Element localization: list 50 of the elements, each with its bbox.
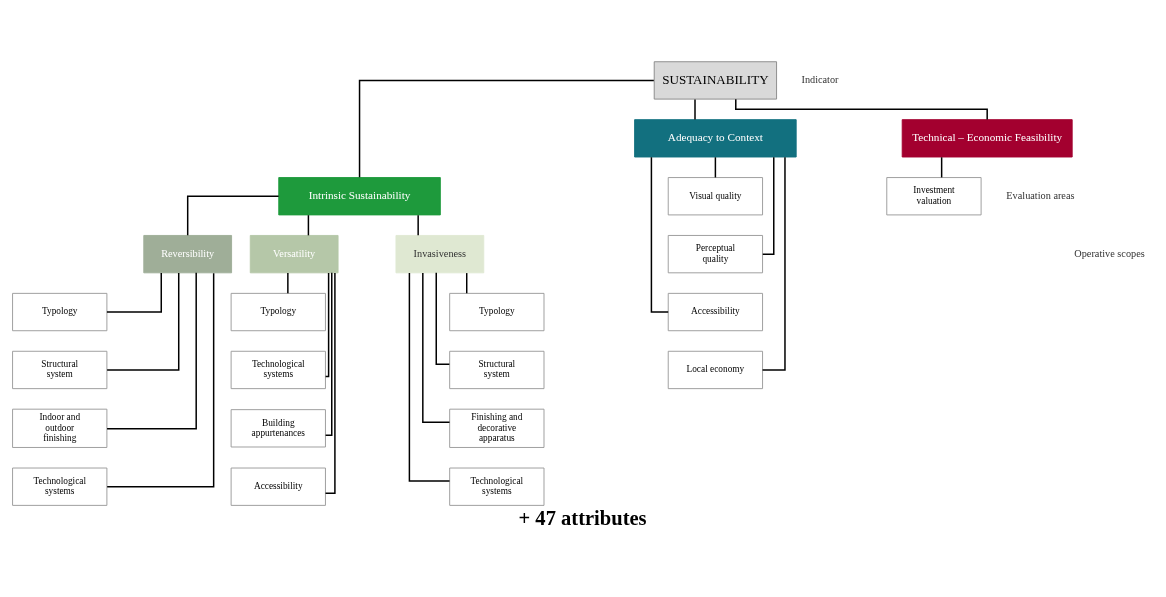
node-box: Typology [12,292,108,332]
node-box: Investment valuation [886,177,982,216]
connector [762,156,775,255]
connector [106,272,197,430]
node-box: Accessibility [667,292,764,332]
node-box: Typology [230,292,326,332]
connector [186,195,280,236]
label: Indicator [801,74,839,86]
node-box: Technical – Economic Feasibility [901,119,1073,158]
node-box: Reversibility [143,235,233,274]
connector [735,98,988,121]
caption: + 47 attributes [518,506,647,529]
connector [287,272,289,294]
connector [694,98,696,121]
node-box: Accessibility [230,467,326,506]
connector [417,214,419,237]
node-box: Technological systems [12,467,108,506]
node-box: Perceptual quality [667,235,764,274]
connector [324,272,330,378]
connector [358,79,655,179]
connector [106,272,162,313]
node-box: Building appurtenances [230,409,326,448]
node-box: Versatility [249,235,339,274]
node-box: Indoor and outdoor finishing [12,408,108,448]
connector [422,272,451,423]
connector [714,156,717,179]
node-box: Typology [449,292,545,332]
connector [465,272,468,294]
connector [324,272,333,437]
node-box: Structural system [12,350,108,390]
node-box: Structural system [449,350,545,390]
node-box: Intrinsic Sustainability [278,177,441,216]
node-box: Invasiveness [395,235,485,274]
connector [324,272,336,494]
node-box: SUSTAINABILITY [653,61,778,100]
node-box: Local economy [667,350,764,390]
connector [106,272,215,488]
node-box: Visual quality [667,177,764,216]
connector [940,156,943,179]
node-box: Technological systems [449,467,545,506]
node-box: Finishing and decorative apparatus [449,408,545,448]
connector [307,214,310,237]
node-box: Technological systems [230,350,326,390]
connector [761,156,786,371]
connector [650,156,669,313]
label: Evaluation areas [1006,189,1075,201]
connector [106,272,180,371]
node-box: Adequacy to Context [634,119,797,158]
connector [408,272,451,482]
label: Operative scopes [1074,247,1145,259]
